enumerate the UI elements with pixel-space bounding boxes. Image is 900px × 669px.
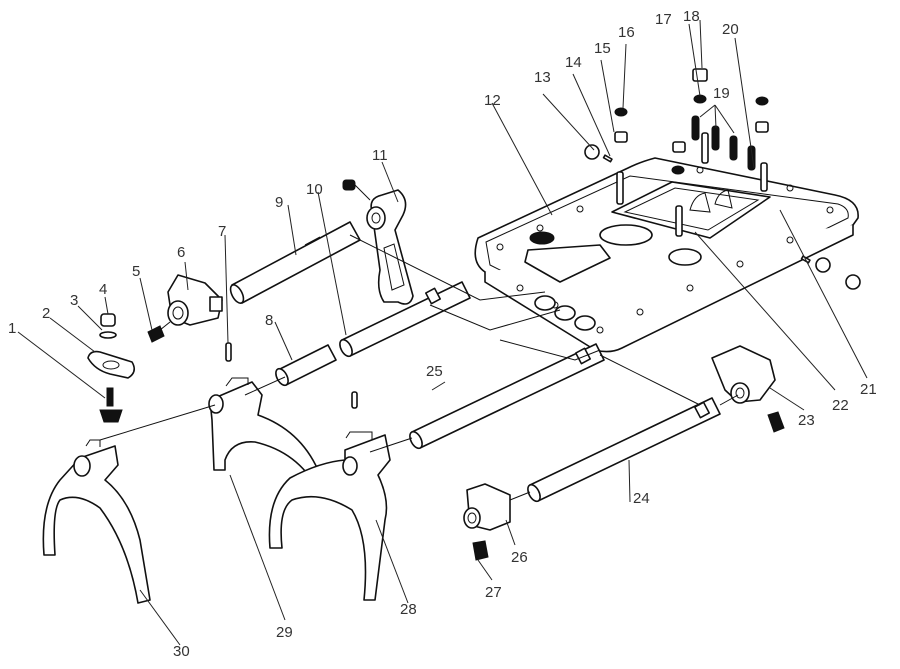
callout-4: 4 xyxy=(99,281,107,298)
callout-15: 15 xyxy=(594,40,611,57)
leader-lines xyxy=(17,19,868,646)
callout-22: 22 xyxy=(832,397,849,414)
callout-labels: 1 2 3 4 5 6 7 8 9 10 11 12 13 14 15 16 1… xyxy=(8,8,877,660)
callout-17: 17 xyxy=(655,11,672,28)
shift-fork-30 xyxy=(42,439,151,604)
shift-fork-28 xyxy=(268,431,391,601)
shaft-25 xyxy=(409,343,605,450)
callout-1: 1 xyxy=(8,320,16,337)
callout-29: 29 xyxy=(276,624,293,641)
block-26 xyxy=(463,483,511,561)
callout-30: 30 xyxy=(173,643,190,660)
callout-2: 2 xyxy=(42,305,50,322)
shift-fork-29 xyxy=(208,377,329,491)
pin-7 xyxy=(225,342,232,362)
pin-28 xyxy=(351,391,358,409)
block-23 xyxy=(711,345,785,433)
callout-7: 7 xyxy=(218,223,226,240)
callout-12: 12 xyxy=(484,92,501,109)
callout-5: 5 xyxy=(132,263,140,280)
block-6 xyxy=(167,274,223,326)
callout-14: 14 xyxy=(565,54,582,71)
top-cover-plate xyxy=(474,157,859,353)
callout-13: 13 xyxy=(534,69,551,86)
shaft-8 xyxy=(275,344,337,387)
callout-26: 26 xyxy=(511,549,528,566)
callout-18: 18 xyxy=(683,8,700,25)
shaft-10 xyxy=(339,281,471,358)
shaft-24 xyxy=(527,397,721,503)
callout-9: 9 xyxy=(275,194,283,211)
callout-10: 10 xyxy=(306,181,323,198)
fastener-stack xyxy=(87,313,136,423)
cover-hardware xyxy=(584,68,861,290)
callout-23: 23 xyxy=(798,412,815,429)
callout-20: 20 xyxy=(722,21,739,38)
callout-25: 25 xyxy=(426,363,443,380)
callout-3: 3 xyxy=(70,292,78,309)
callout-21: 21 xyxy=(860,381,877,398)
callout-19: 19 xyxy=(713,85,730,102)
callout-27: 27 xyxy=(485,584,502,601)
callout-11: 11 xyxy=(372,147,388,164)
shaft-9 xyxy=(229,221,361,304)
callout-6: 6 xyxy=(177,244,185,261)
callout-8: 8 xyxy=(265,312,273,329)
callout-28: 28 xyxy=(400,601,417,618)
callout-24: 24 xyxy=(633,490,650,507)
callout-16: 16 xyxy=(618,24,635,41)
lever-arm-11 xyxy=(342,179,414,305)
